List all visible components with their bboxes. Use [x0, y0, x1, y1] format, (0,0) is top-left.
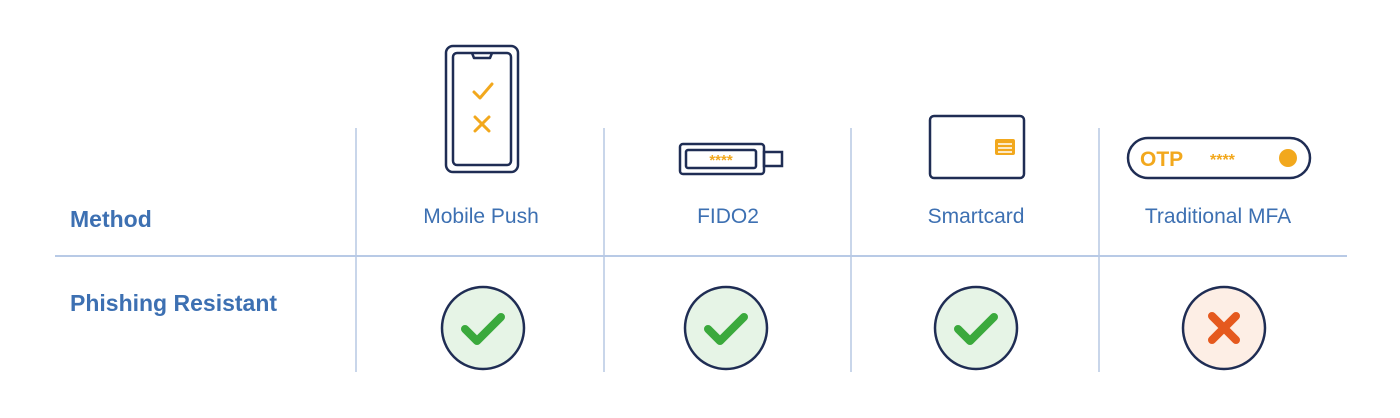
row-label-method: Method	[70, 206, 152, 232]
row-divider	[55, 255, 1347, 257]
fido-masked-pin: ****	[709, 152, 733, 169]
method-name-traditional-mfa: Traditional MFA	[1144, 205, 1292, 228]
cross-icon	[1181, 285, 1267, 371]
usb-security-key-icon: ****	[678, 142, 786, 176]
mobile-phone-icon	[444, 44, 520, 174]
column-divider	[1098, 128, 1100, 372]
otp-label: OTP	[1140, 148, 1183, 171]
column-divider	[603, 128, 605, 372]
method-name-fido2: FIDO2	[697, 205, 759, 228]
check-icon	[933, 285, 1019, 371]
check-icon	[683, 285, 769, 371]
method-name-mobile-push: Mobile Push	[423, 205, 539, 228]
otp-masked-code: ****	[1210, 152, 1236, 169]
otp-token-icon: OTP ****	[1126, 136, 1312, 180]
column-divider	[355, 128, 357, 372]
method-name-smartcard: Smartcard	[927, 205, 1025, 228]
column-divider	[850, 128, 852, 372]
smartcard-icon	[928, 114, 1026, 180]
row-label-phishing-resistant: Phishing Resistant	[70, 290, 278, 316]
check-icon	[440, 285, 526, 371]
